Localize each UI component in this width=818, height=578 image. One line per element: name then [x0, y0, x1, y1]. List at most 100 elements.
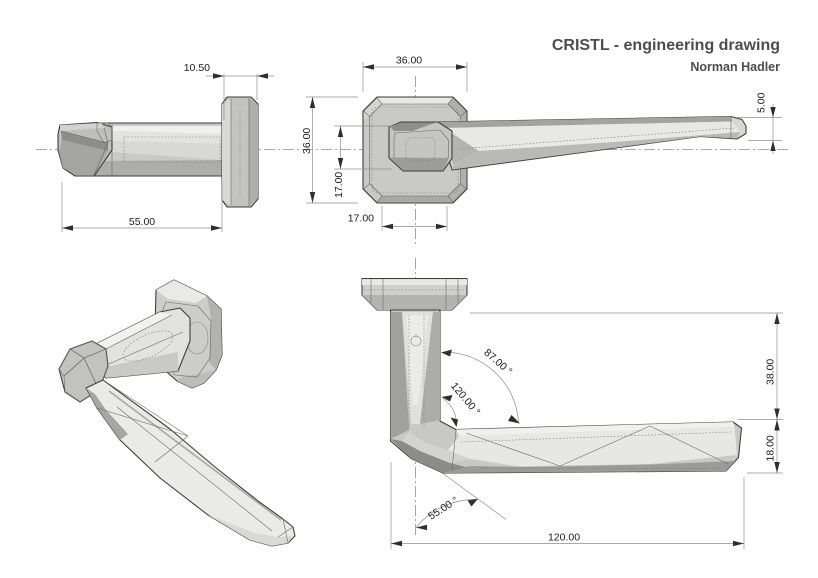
dim-elbow-angle: 120.00 °: [448, 380, 482, 418]
polygon-segment: [508, 415, 520, 424]
iso-lever: [85, 379, 296, 547]
arc-87: [445, 351, 519, 422]
polygon-segment: [441, 349, 452, 357]
polygon-segment: [416, 524, 427, 531]
polygon-segment: [363, 64, 374, 70]
dim-rosette-width: 36.00: [396, 55, 422, 67]
lever-top-white-band: [456, 422, 735, 436]
lever-facet: [444, 128, 479, 165]
cap-top-stripe: [60, 123, 104, 131]
line-segment: [116, 406, 273, 532]
elevation-part: [361, 277, 743, 474]
line-segment: [465, 432, 561, 467]
grip-top-highlight: [112, 126, 222, 134]
rosette-corner-tr: [447, 97, 467, 117]
rosette-back-strip: [249, 98, 258, 206]
polygon-segment: [774, 419, 780, 431]
dim-end-thickness: 18.00: [765, 435, 777, 461]
polygon-segment: [450, 417, 458, 427]
polygon-segment: [774, 313, 780, 324]
iso-neck-lower-face: [100, 352, 178, 378]
line-segment: [99, 314, 173, 353]
line-segment: [649, 425, 729, 465]
line-segment: [282, 518, 289, 544]
line-segment: [559, 425, 651, 467]
dim-neck-height: 17.00: [333, 172, 345, 198]
rosette-corner-br: [447, 183, 467, 203]
elevation-rosette-top-band: [362, 279, 467, 285]
polygon-segment: [770, 140, 776, 151]
drawing-title: CRISTL - engineering drawing: [552, 37, 780, 54]
front-view-part: [362, 96, 747, 204]
polygon-segment: [441, 395, 453, 402]
polygon-segment: [456, 64, 467, 70]
polygon-segment: [382, 223, 393, 230]
front-view: 36.00 36.00 17.00 17.00 5.00: [301, 55, 782, 231]
dim-rosette-height: 36.00: [301, 128, 313, 154]
cap-corner-facet: [96, 122, 113, 144]
isometric-view: [58, 279, 296, 547]
dim-neck-offset: 17.00: [348, 213, 374, 225]
line-segment: [460, 431, 732, 443]
dim-grip-length: 55.00: [129, 216, 155, 228]
grip-hidden-lines: [123, 136, 221, 163]
dim-upper-height: 38.00: [765, 359, 777, 385]
side-view: 10.50 55.00: [57, 62, 274, 232]
rosette-left-band: [363, 97, 382, 120]
elevation-view: 87.00 ° 120.00 ° 55.00 ° 38.00 18.00: [361, 277, 783, 549]
line-segment: [277, 526, 294, 538]
polygon-segment: [309, 192, 316, 203]
iso-lever-bottom-strip: [208, 515, 293, 546]
iso-neck-top-face: [92, 312, 172, 352]
line-segment: [457, 127, 736, 150]
grip-top-band: [112, 131, 222, 144]
dim-overall-length: 120.00: [548, 532, 580, 544]
rosette-bottom-band: [377, 196, 453, 203]
line-segment: [96, 407, 189, 437]
line-segment: [60, 130, 109, 144]
neck-top-facet: [390, 122, 436, 131]
polygon-segment: [63, 357, 100, 403]
iso-rosette-bottom-face: [177, 370, 216, 388]
polygon-segment: [467, 498, 478, 507]
dim-neck-angle: 87.00 °: [481, 347, 514, 378]
dim-rosette-depth: 10.50: [184, 62, 210, 74]
neck-left-shade: [390, 312, 409, 439]
rosette-corner-tl: [363, 97, 383, 117]
line-segment: [103, 331, 184, 367]
polygon-segment: [733, 540, 744, 547]
polygon-segment: [211, 225, 222, 231]
lever-bottom-shade: [443, 461, 735, 473]
polygon-segment: [770, 107, 776, 118]
rosette-front-strip: [222, 99, 231, 205]
dim-tip-thickness: 5.00: [756, 92, 768, 113]
polygon-segment: [62, 225, 73, 231]
line-segment: [154, 435, 189, 463]
polygon-segment: [337, 126, 344, 137]
lever-light-face: [448, 427, 737, 467]
lever-bottom-band: [452, 132, 740, 170]
neck-highlight: [406, 315, 428, 405]
grip-mid-band: [112, 141, 222, 160]
side-view-part: [57, 96, 259, 208]
polygon-segment: [213, 73, 224, 79]
neck-right-shade: [420, 312, 440, 424]
cap-lower-facet: [59, 140, 108, 175]
line-segment: [479, 467, 723, 469]
iso-neck-hidden-bore: [122, 330, 174, 362]
line-segment: [103, 127, 109, 144]
polygon-segment: [436, 223, 447, 230]
rosette-top-band: [377, 97, 453, 104]
iso-rosette-top-face: [156, 280, 207, 303]
polygon-segment: [257, 73, 268, 79]
polygon-segment: [774, 462, 780, 473]
line-segment: [93, 142, 109, 176]
elevation-rosette-bevel: [362, 295, 467, 310]
iso-lever-ridge: [108, 390, 282, 521]
polygon-segment: [309, 97, 316, 108]
grip-bottom-band: [94, 160, 222, 176]
line-segment: [102, 379, 189, 437]
side-view-dimensions: 10.50 55.00: [61, 62, 274, 232]
